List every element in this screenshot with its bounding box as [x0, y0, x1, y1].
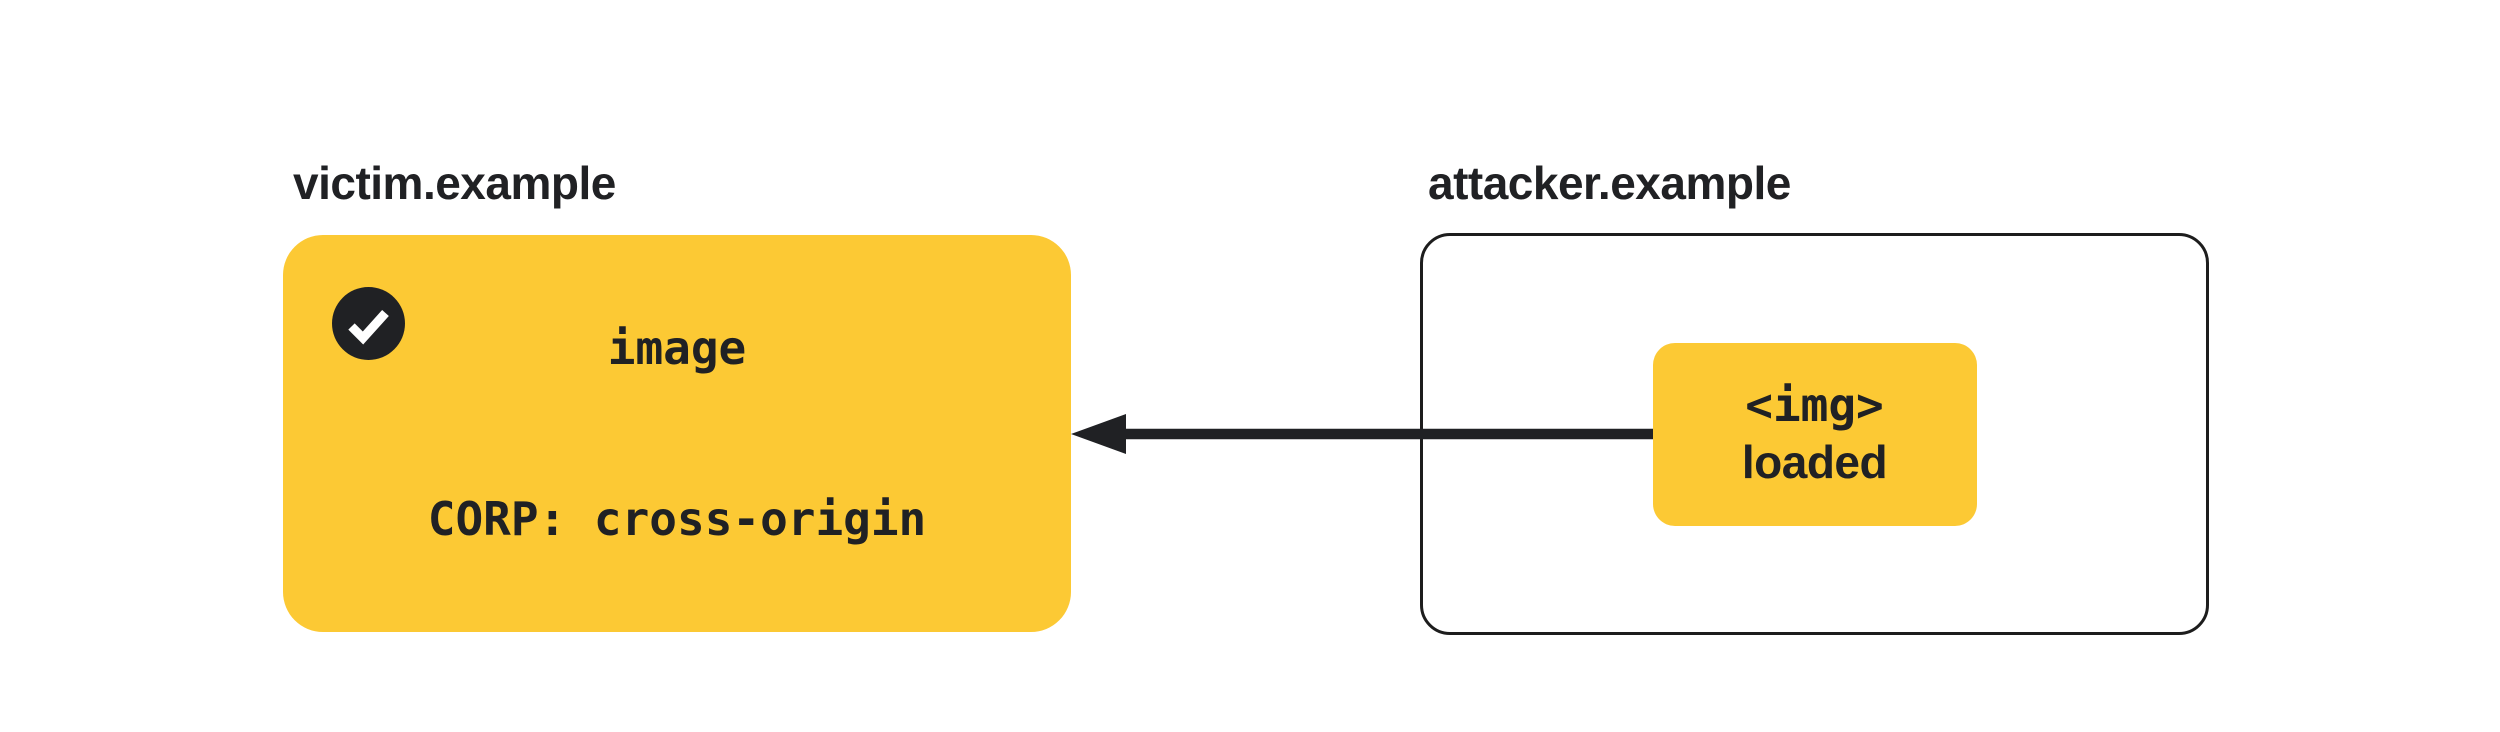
victim-resource-text: image CORP: cross-origin: [428, 206, 927, 662]
attacker-page-box: <img> loaded: [1420, 233, 2209, 635]
loaded-label: loaded: [1741, 436, 1888, 488]
img-loaded-box: <img> loaded: [1652, 342, 1977, 526]
img-tag-label: <img>: [1745, 378, 1884, 432]
victim-resource-box: image CORP: cross-origin: [283, 235, 1071, 632]
attacker-domain-label: attacker.example: [1428, 157, 1791, 209]
corp-header-label: CORP: cross-origin: [427, 491, 927, 546]
request-arrow: [1071, 414, 1653, 454]
resource-type-label: image: [607, 320, 747, 375]
check-circle-icon: [332, 287, 405, 360]
victim-domain-label: victim.example: [293, 157, 616, 209]
